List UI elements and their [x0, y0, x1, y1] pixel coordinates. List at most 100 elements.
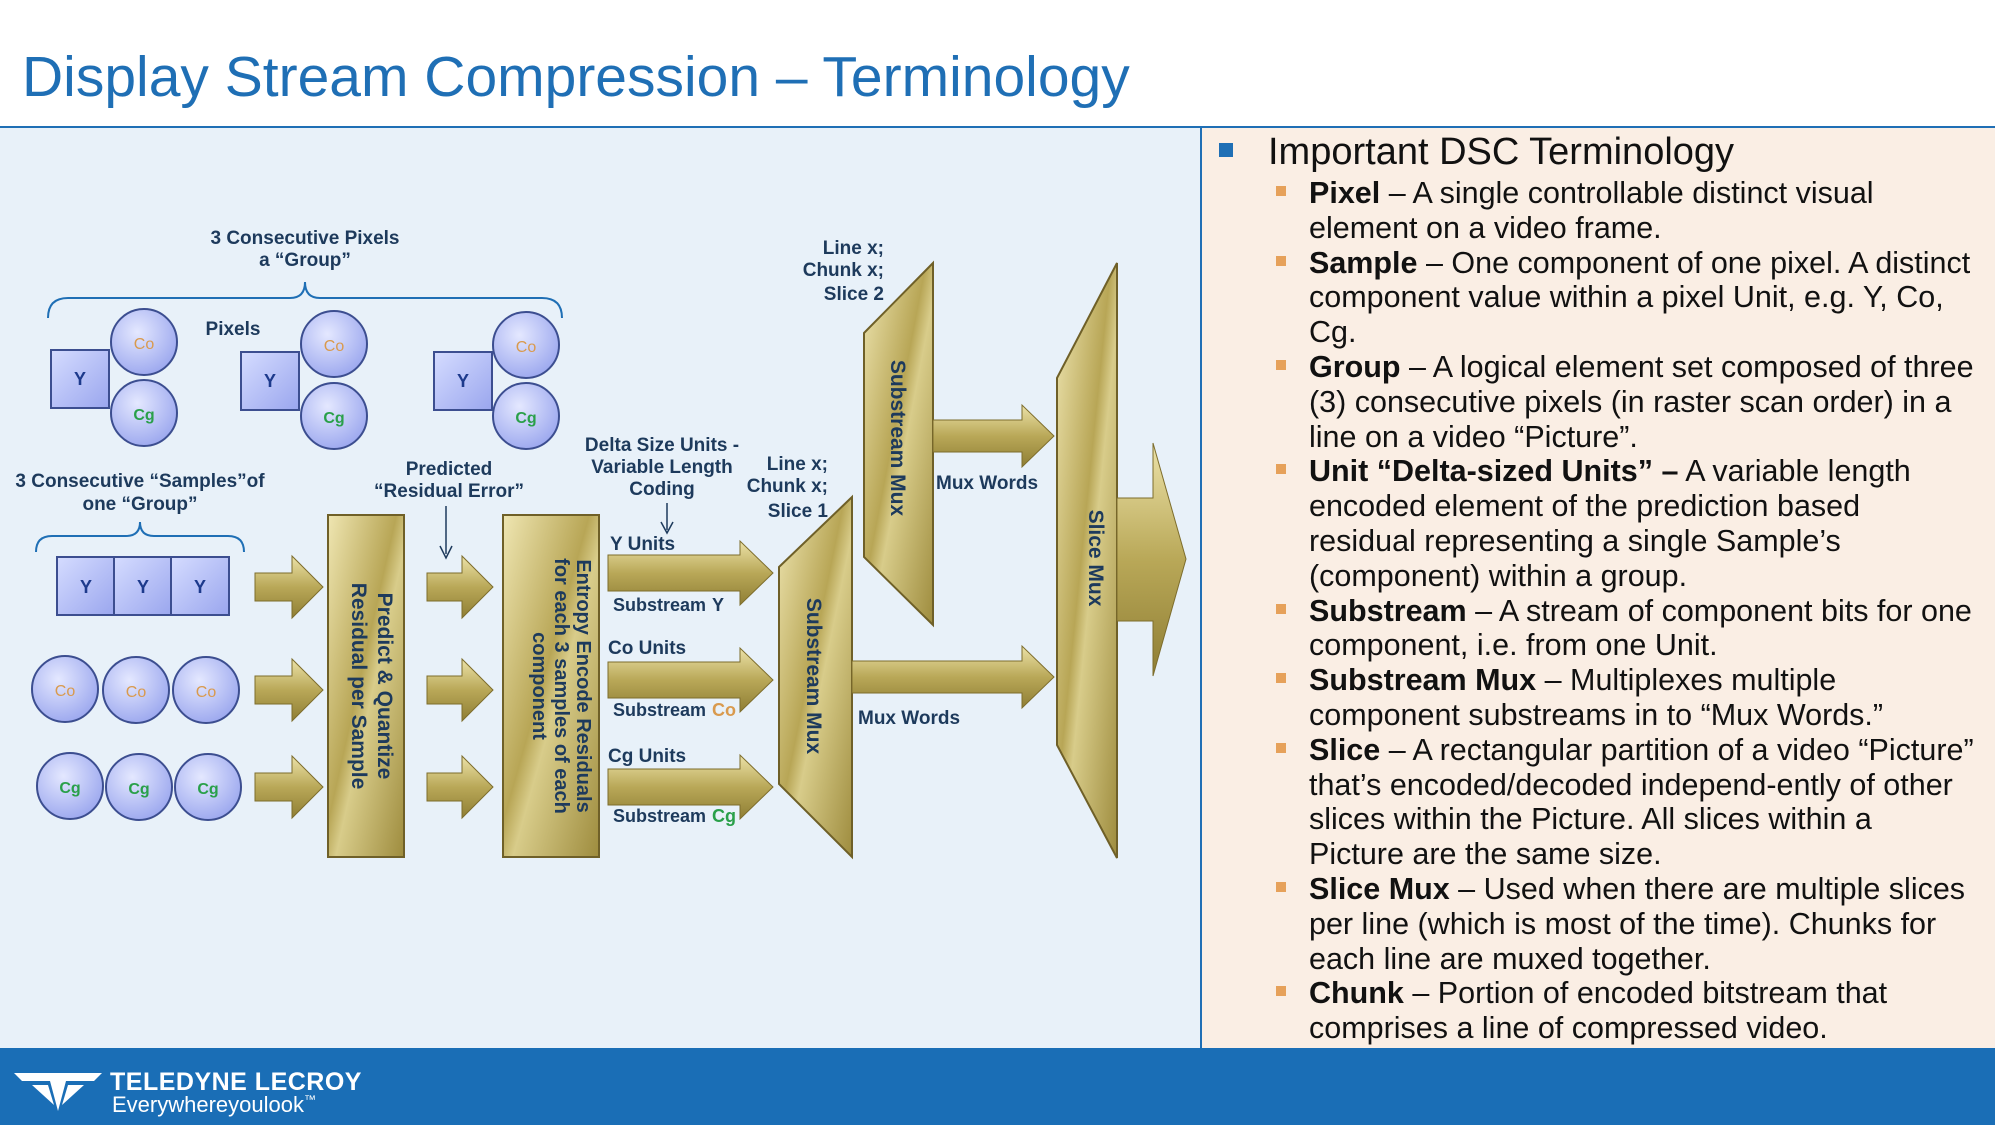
substream-y-label: Substream Y [613, 595, 724, 615]
term-group: Group – A logical element set composed o… [1275, 350, 1975, 454]
co-units-label: Co Units [608, 638, 686, 659]
slice2-label-line1: Line x; [823, 238, 884, 259]
pixel-cg-circle [110, 379, 178, 447]
cg-sample-label: Cg [128, 781, 149, 798]
term-bullet [1276, 881, 1286, 892]
flow-arrow [426, 657, 494, 723]
slice-mux-label: Slice Mux [1084, 510, 1107, 607]
output-arrow [1116, 442, 1187, 677]
cg-samples-row: Cg Cg Cg [36, 752, 242, 821]
term-name: Pixel [1309, 176, 1381, 210]
y-sample-label: Y [80, 577, 92, 597]
footer-bar [0, 1048, 1995, 1125]
pixel-cg-circle [492, 382, 560, 450]
term-name: Substream Mux [1309, 663, 1537, 698]
term-bullet [1276, 359, 1286, 370]
cg-sample-label: Cg [197, 781, 218, 798]
substream-cg-suffix: Cg [712, 806, 736, 826]
term-bullet [1276, 186, 1286, 196]
pixels-label: Pixels [206, 319, 261, 340]
cg-units-arrow [607, 753, 774, 821]
entropy-encode-block [502, 514, 600, 858]
term-definition: – One component of one pixel. A distinct… [1309, 245, 1971, 350]
group-label-line1: 3 Consecutive Pixels [210, 228, 399, 249]
pixel-y-label: Y [264, 371, 276, 391]
term-substream-mux: Substream Mux – Multiplexes multiple com… [1275, 663, 1975, 733]
term-substream: Substream – A stream of component bits f… [1275, 594, 1975, 664]
samples-label-line1: 3 Consecutive “Samples”of [15, 471, 265, 492]
term-name: Slice Mux [1309, 871, 1450, 906]
slice2-label-line2: Chunk x; [803, 260, 884, 281]
delta-pointer-head [660, 521, 674, 535]
co-sample-label: Co [55, 683, 76, 700]
term-bullet [1276, 742, 1286, 753]
term-bullet [1276, 255, 1286, 266]
term-definition: – A stream of component bits for one com… [1309, 593, 1972, 663]
predict-block-line2: Residual per Sample [347, 583, 370, 790]
term-definition: – Portion of encoded bitstream that comp… [1309, 976, 1888, 1046]
y-sample-label: Y [194, 577, 206, 597]
slice1-label-line1: Line x; [767, 454, 828, 475]
pixel-3: Y Co Cg [433, 311, 560, 450]
delta-label-line2: Variable Length [591, 457, 732, 478]
substream-word: Substream [613, 595, 706, 615]
pixel-cg-label: Cg [133, 407, 154, 424]
slice1-label-line2: Chunk x; [747, 476, 828, 497]
terminology-panel [1200, 128, 1995, 1048]
term-chunk: Chunk – Portion of encoded bitstream tha… [1275, 976, 1975, 1046]
mux-words-arrow-slice2 [932, 403, 1055, 469]
trademark-mark: ™ [303, 1092, 316, 1107]
teledyne-logo-icon [14, 1073, 102, 1111]
term-definition: – A rectangular partition of a video “Pi… [1309, 732, 1974, 872]
brand-tagline: Everywhereyoulook™ [112, 1092, 316, 1118]
pixel-co-circle [300, 310, 368, 378]
flow-arrow [426, 754, 494, 820]
substream-co-suffix: Co [712, 700, 736, 720]
term-name: Sample [1309, 245, 1418, 280]
group-brace [47, 281, 563, 319]
term-definition: – A single controllable distinct visual … [1309, 176, 1874, 245]
term-name: Slice [1309, 732, 1381, 767]
flow-arrow [254, 657, 324, 723]
term-unit: Unit “Delta-sized Units” – A variable le… [1275, 454, 1975, 593]
term-bullet [1276, 986, 1286, 997]
mux-words-arrow-slice1 [851, 644, 1055, 710]
entropy-block-line2: for each 3 samples of each [550, 558, 572, 814]
pixel-co-label: Co [324, 338, 345, 355]
delta-label-line3: Coding [629, 479, 694, 500]
terminology-list: Pixel – A single controllable distinct v… [1275, 176, 1975, 1046]
y-units-label: Y Units [610, 534, 675, 555]
flow-arrow [254, 754, 324, 820]
pixel-co-label: Co [134, 336, 155, 353]
cg-sample [36, 752, 104, 820]
slice1-label-line3: Slice 1 [768, 501, 829, 522]
substream-y-suffix: Y [712, 595, 724, 615]
term-bullet [1276, 603, 1286, 614]
co-sample-label: Co [196, 684, 217, 701]
cg-units-label: Cg Units [608, 746, 686, 767]
cg-sample [105, 753, 173, 821]
tagline-text: Everywhereyoulook [112, 1092, 304, 1117]
substream-mux-slice2-label: Substream Mux [886, 360, 909, 517]
cg-sample-label: Cg [59, 780, 80, 797]
term-definition: – A logical element set composed of thre… [1309, 349, 1974, 454]
cg-sample [174, 753, 242, 821]
co-sample [172, 656, 240, 724]
predict-quantize-block [327, 514, 405, 858]
slice2-label-line3: Slice 2 [824, 284, 884, 305]
term-sample: Sample – One component of one pixel. A d… [1275, 246, 1975, 350]
pixel-1: Y Co Cg [50, 308, 178, 447]
pixel-co-label: Co [516, 339, 537, 356]
term-definition: – Multiplexes multiple component substre… [1309, 663, 1884, 732]
pixel-y-label: Y [457, 371, 469, 391]
pixel-2: Y Co Cg [240, 310, 368, 450]
dsc-diagram: 3 Consecutive Pixels a “Group” Pixels Y … [15, 228, 1187, 860]
entropy-block-line3: component [528, 632, 550, 740]
heading-bullet [1219, 143, 1233, 157]
group-label-line2: a “Group” [259, 250, 351, 271]
predicted-pointer-head [439, 545, 453, 560]
pixel-y-label: Y [74, 369, 86, 389]
slice-mux [1056, 262, 1118, 859]
